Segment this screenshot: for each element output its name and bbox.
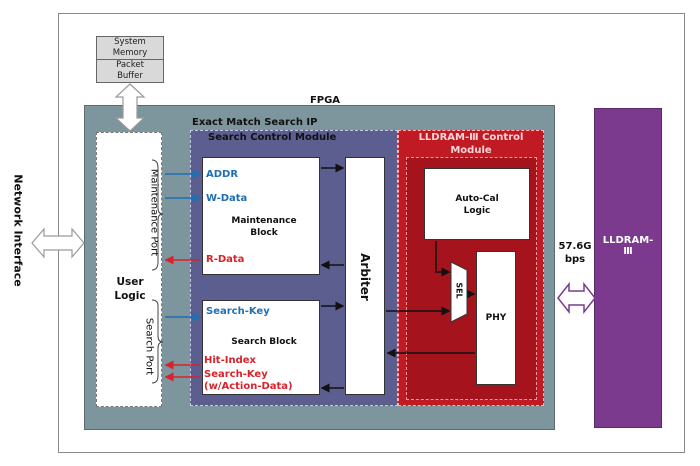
packet-buffer-line2: Buffer [117,71,143,81]
maintenance-block-title-1: Maintenance [231,216,297,226]
lldram-label: LLDRAM-Ⅲ [602,235,654,257]
lldram-control-title-1: LLDRAM-Ⅲ Control [418,132,524,143]
memory-double-arrow [114,83,146,132]
search-control-title: Search Control Module [208,132,337,143]
system-memory-line1: System [114,37,146,47]
phy-label: PHY [485,313,507,323]
system-memory-line2: Memory [112,48,148,58]
hit-index-label: Hit-Index [204,355,256,366]
autocal-block [424,168,530,240]
outer-frame [58,13,685,453]
arbiter-block [345,157,385,395]
search-key-label: Search-Key [206,306,270,317]
user-logic-line2: Logic [114,290,146,302]
search-port-brace [151,299,164,384]
ems-title: Exact Match Search IP [192,117,318,128]
user-logic-box [96,132,162,407]
rdata-label: R-Data [206,254,245,265]
phy-block [476,251,516,385]
bandwidth-value: 57.6G [558,241,592,252]
autocal-line1: Auto-Cal [455,194,499,204]
lldram-control-title-2: Module [450,145,492,156]
lldram-double-arrow [557,281,596,315]
action-data-label: (w/Action-Data) [204,381,293,392]
search-block-title: Search Block [231,337,297,347]
fpga-label: FPGA [309,95,341,106]
sel-label: SEL [454,282,464,299]
addr-label: ADDR [206,169,239,180]
autocal-to-sel-arrow [435,241,451,277]
bandwidth-unit: bps [564,254,586,265]
search-block [202,300,320,395]
system-memory-box: System Memory Packet Buffer [96,36,164,83]
user-logic-line1: User [116,276,144,288]
network-double-arrow [31,227,85,259]
autocal-line2: Logic [463,206,491,216]
sel-mux [450,261,468,323]
lldram-device [594,108,662,428]
maintenance-block-title-2: Block [250,228,278,238]
maintenance-brace [151,159,164,271]
packet-buffer-line1: Packet [116,60,144,70]
wdata-label: W-Data [206,193,248,204]
search-key-out-label: Search-Key [204,369,268,380]
maintenance-block [202,157,320,275]
